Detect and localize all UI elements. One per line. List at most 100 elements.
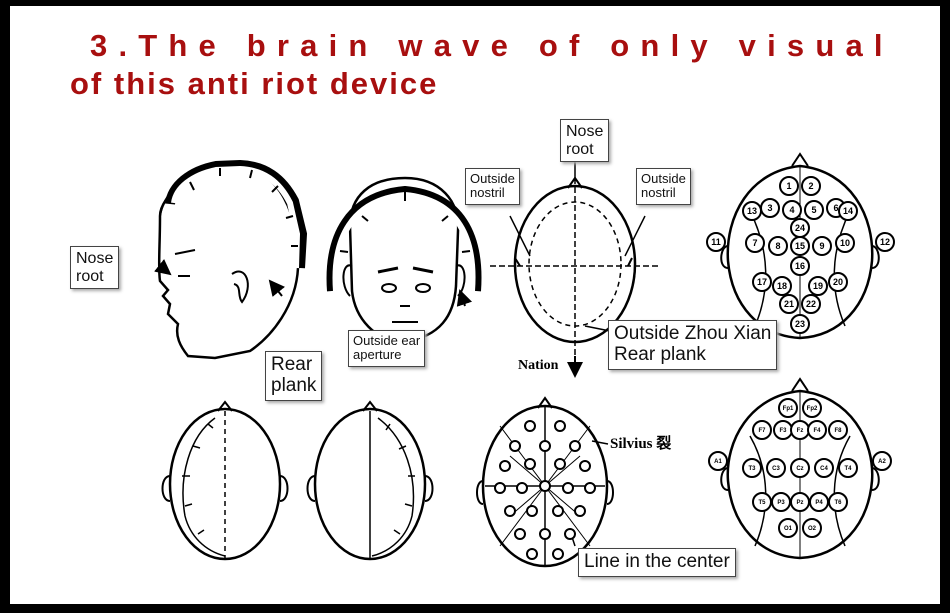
svg-text:24: 24 [795,223,805,233]
electrode-20: 20 [828,272,848,292]
electrode-13: 13 [742,201,762,221]
electrode-t3: T3 [742,458,762,478]
electrode-fp1: Fp1 [778,398,798,418]
electrode-pz: Pz [790,492,810,512]
electrode-15: 15 [790,236,810,256]
segment-electrode [579,460,591,472]
segment-electrode [504,505,516,517]
electrode-10: 10 [835,233,855,253]
segment-electrode [574,505,586,517]
svg-text:23: 23 [795,319,805,329]
svg-text:5: 5 [811,205,816,215]
svg-text:F7: F7 [758,428,766,434]
svg-text:Pz: Pz [796,500,803,506]
electrode-17: 17 [752,272,772,292]
electrode-t4: T4 [838,458,858,478]
svg-text:19: 19 [813,281,823,291]
electrode-4: 4 [782,200,802,220]
electrode-23: 23 [790,314,810,334]
svg-text:9: 9 [819,241,824,251]
svg-text:T5: T5 [758,500,766,506]
svg-text:O2: O2 [808,526,817,532]
segment-electrode [524,458,536,470]
electrode-c3: C3 [766,458,786,478]
segment-electrode [539,528,551,540]
svg-text:11: 11 [711,237,721,247]
svg-text:Cz: Cz [796,466,803,472]
electrode-11: 11 [706,232,726,252]
label-line-in-center: Line in the center [578,548,736,577]
svg-text:Fp2: Fp2 [807,406,818,412]
electrode-a1: A1 [708,451,728,471]
svg-text:13: 13 [747,206,757,216]
electrode-24: 24 [790,218,810,238]
segment-electrode [552,505,564,517]
diagram-canvas: 123456789101112131415161718192021222324 … [154,152,895,568]
svg-text:16: 16 [795,261,805,271]
svg-text:P4: P4 [815,500,823,506]
svg-text:21: 21 [784,299,794,309]
svg-text:C3: C3 [772,466,780,472]
electrode-2: 2 [801,176,821,196]
top-head-middle-figure [306,400,434,561]
electrode-f4: F4 [807,420,827,440]
electrode-21: 21 [779,294,799,314]
electrode-o1: O1 [778,518,798,538]
svg-text:12: 12 [880,237,890,247]
svg-text:20: 20 [833,277,843,287]
segment-electrode [526,505,538,517]
svg-text:F3: F3 [779,428,787,434]
slide-title-line1: 3.The brain wave of only visual [90,28,894,63]
svg-text:Fp1: Fp1 [783,406,794,412]
electrode-5: 5 [804,200,824,220]
segment-electrode [554,458,566,470]
electrode-p4: P4 [809,492,829,512]
segment-electrode [564,528,576,540]
svg-text:F4: F4 [813,428,821,434]
electrode-f7: F7 [752,420,772,440]
front-head-figure [326,176,482,344]
svg-text:7: 7 [752,238,757,248]
electrode-c4: C4 [814,458,834,478]
svg-text:T3: T3 [748,466,756,472]
electrode-f8: F8 [828,420,848,440]
electrode-fp2: Fp2 [802,398,822,418]
svg-text:1: 1 [786,181,791,191]
slide: 3.The brain wave of only visual of this … [10,6,940,604]
electrode-p3: P3 [771,492,791,512]
segment-electrode [494,482,506,494]
segment-electrode [514,528,526,540]
electrode-fz: Fz [790,420,810,440]
svg-text:17: 17 [757,277,767,287]
segment-electrode [524,420,536,432]
electrode-7: 7 [745,233,765,253]
electrode-o2: O2 [802,518,822,538]
segment-electrode [509,440,521,452]
svg-text:C4: C4 [820,466,828,472]
label-silvius: Silvius 裂 [610,436,672,452]
svg-text:O1: O1 [784,526,793,532]
slide-title-line2: of this anti riot device [70,66,439,101]
svg-text:18: 18 [777,281,787,291]
electrode-t5: T5 [752,492,772,512]
electrode-3: 3 [760,198,780,218]
segment-electrode [552,548,564,560]
electrode-f3: F3 [773,420,793,440]
svg-text:8: 8 [775,241,780,251]
svg-text:F8: F8 [834,428,842,434]
svg-text:A2: A2 [878,459,886,465]
electrode-cz: Cz [790,458,810,478]
svg-text:P3: P3 [777,500,785,506]
electrode-a2: A2 [872,451,892,471]
segment-electrode [499,460,511,472]
segment-electrode [526,548,538,560]
electrode-8: 8 [768,236,788,256]
top-head-left-figure [161,400,289,561]
